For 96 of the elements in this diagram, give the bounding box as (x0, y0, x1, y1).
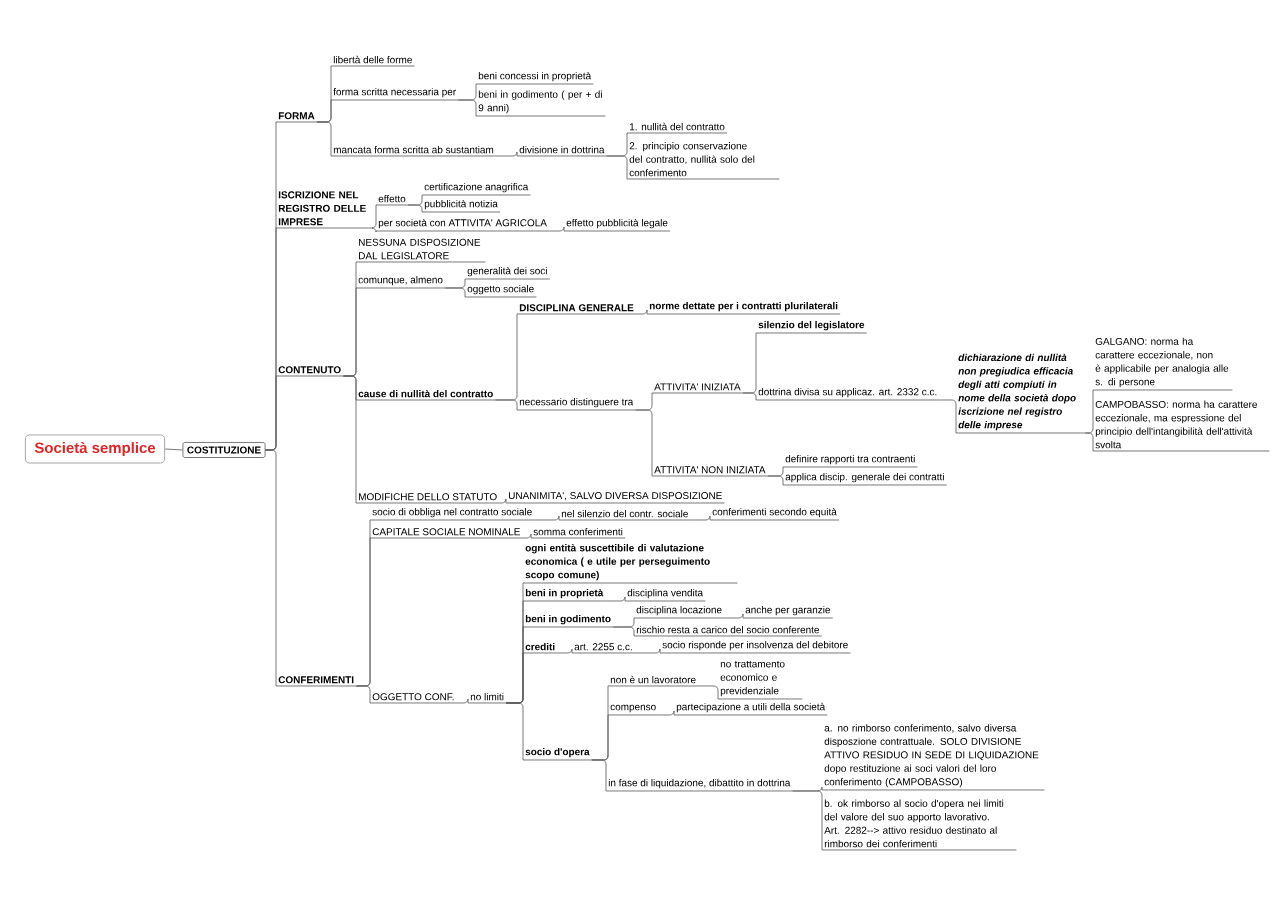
connector-line (657, 710, 675, 716)
connector-line (605, 596, 626, 602)
branch-topic: libertà delle forme (330, 55, 415, 67)
connector-line (498, 498, 507, 504)
branch-topic: beni in godimento ( per + di 9 anni) (475, 90, 606, 117)
branch-topic: disciplina vendita (624, 589, 706, 602)
connector-line (690, 515, 711, 521)
connector-line (444, 287, 466, 298)
branch-topic: crediti (522, 642, 558, 654)
branch-topic: disciplina locazione (633, 606, 725, 619)
branch-topic: silenzio del legislatore (755, 320, 868, 334)
branch-topic: oggetto sociale (464, 285, 537, 298)
branch-topic: compenso (607, 704, 659, 716)
branch-topic: pubblicità notizia (421, 199, 501, 213)
branch-topic: CONFERIMENTI (275, 676, 357, 687)
connector-line (548, 226, 565, 232)
connector-line (635, 409, 653, 477)
branch-topic: non è un lavoratore (607, 675, 699, 687)
branch-topic: generalità dei soci (464, 266, 551, 280)
connector-line (1085, 432, 1094, 452)
connector-line (457, 99, 477, 117)
branch-topic: nel silenzio del contr. sociale (558, 509, 691, 521)
branch-topic: no limiti (467, 692, 507, 704)
branch-topic: CAPITALE SOCIALE NOMINALE (369, 528, 523, 539)
connector-line (792, 790, 823, 851)
branch-topic: cause di nullità del contratto (355, 389, 496, 401)
branch-topic: a. no rimborso conferimento, salvo diversa disposzione contrattuale. SOLO DIVISIONE ATTIVO RESIDUO IN SEDE DI LIQUIDAZIONE dopo restituzione ai soci valori del loro conferimento (CAMPOBASSO) (821, 724, 1045, 791)
connector-line (635, 309, 648, 315)
connector-line (534, 515, 560, 521)
connector-line (495, 399, 518, 411)
branch-topic: FORMA (275, 112, 318, 123)
branch-topic: OGGETTO CONF. (369, 693, 458, 704)
branch-topic: ATTIVITA' INIZIATA (651, 383, 744, 394)
branch-topic: divisione in dottrina (516, 145, 608, 157)
branch-topic: ISCRIZIONE NEL REGISTRO DELLE IMPRESE (275, 191, 373, 229)
connector-line (342, 375, 357, 504)
branch-topic: comunque, almeno (355, 276, 446, 289)
connector-line (612, 626, 635, 637)
branch-topic: GALGANO: norma ha carattere eccezionale, non è applicabile per analogia alle s. di persone (1092, 337, 1233, 391)
connector-line (456, 698, 469, 704)
branch-topic: CAMPOBASSO: norma ha carattere eccezionale, ma espressione del principio dell'intangibilità dell'attività svolta (1092, 400, 1270, 452)
branch-topic: applica discip. generale dei contratti (782, 473, 948, 486)
branch-topic: anche per garanzie (742, 606, 834, 619)
connector-line (522, 533, 532, 539)
connector-line (697, 685, 719, 700)
branch-topic: DISCIPLINA GENERALE (516, 304, 637, 315)
branch-topic: MODIFICHE DELLO STATUTO (355, 493, 500, 504)
branch-topic: effetto (375, 194, 409, 206)
branch-topic: definire rapporti tra contraenti (782, 455, 918, 468)
branch-topic: socio d'opera (522, 748, 593, 761)
connector-line (742, 392, 757, 401)
connector-line (767, 475, 784, 486)
branch-topic: certificazione anagrifica (421, 183, 531, 196)
branch-topic: forma scritta necessaria per (330, 88, 459, 101)
branch-topic: necessario distinguere tra (516, 398, 636, 411)
connector-line (606, 155, 628, 180)
branch-topic: mancata forma scritta ab sustantiam (330, 145, 497, 157)
connector-line (371, 204, 377, 229)
connector-line (556, 648, 573, 654)
branch-topic: conferimenti secondo equità (709, 507, 840, 521)
connector-line (634, 648, 661, 654)
branch-topic: somma conferimenti (530, 527, 626, 539)
branch-topic: partecipazione a utili della società (673, 702, 828, 716)
branch-topic: CONTENUTO (275, 366, 344, 377)
branch-topic: dichiarazione di nullità non pregiudica efficacia degli atti compiuti in nome della società dopo iscrizione nel registro delle imprese (955, 353, 1086, 434)
branch-topic: b. ok rimborso al socio d'opera nei limiti del valore del suo apporto lavorativo. Art. 2282--> attivo residuo destinato al rimborso dei conferimenti (821, 799, 1017, 851)
connector-line (265, 449, 277, 687)
connector-line (407, 204, 423, 213)
branch-topic: in fase di liquidazione, dibattito in dottrina (605, 779, 793, 792)
connector-line (355, 685, 371, 704)
branch-topic: norme dettate per i contratti plurilaterali (646, 302, 841, 315)
branch-topic: UNANIMITA', SALVO DIVERSA DISPOSIZIONE (505, 492, 725, 504)
connector-line (591, 759, 607, 792)
branch-topic: no trattamento economico e previdenziale (717, 660, 803, 700)
main-branch-box: COSTITUZIONE (182, 442, 266, 458)
branch-topic: beni in proprietà (522, 588, 606, 602)
central-topic: Società semplice (24, 434, 166, 464)
branch-topic: ATTIVITA' NON INIZIATA (651, 466, 769, 477)
branch-topic: rischio resta a carico del socio conferente (633, 625, 823, 637)
branch-topic: 2. principio conservazione del contratto, nullità solo del conferimento (626, 142, 780, 180)
branch-topic: beni in godimento (522, 614, 614, 628)
connector-line (723, 613, 744, 619)
branch-topic: art. 2255 c.c. (571, 643, 636, 654)
connector-line (164, 448, 183, 451)
branch-topic: socio di obbliga nel contratto sociale (369, 508, 535, 521)
branch-topic: 1. nullità del contratto (626, 122, 728, 134)
branch-topic: socio risponde per insolvenza del debitore (659, 641, 851, 654)
branch-topic: ogni entità suscettibile di valutazione economica ( e utile per perseguimento scopo comune) (522, 544, 738, 584)
branch-topic: dottrina divisa su applicaz. art. 2332 c.c. (755, 388, 940, 401)
connector-line (316, 121, 332, 157)
branch-topic: beni concessi in proprietà (475, 71, 594, 85)
branch-topic: effetto pubblicità legale (563, 218, 671, 232)
branch-topic: per società con ATTIVITA' AGRICOLA (375, 218, 550, 232)
connector-line (371, 227, 377, 233)
connector-line (495, 151, 518, 157)
connector-line (505, 702, 524, 761)
